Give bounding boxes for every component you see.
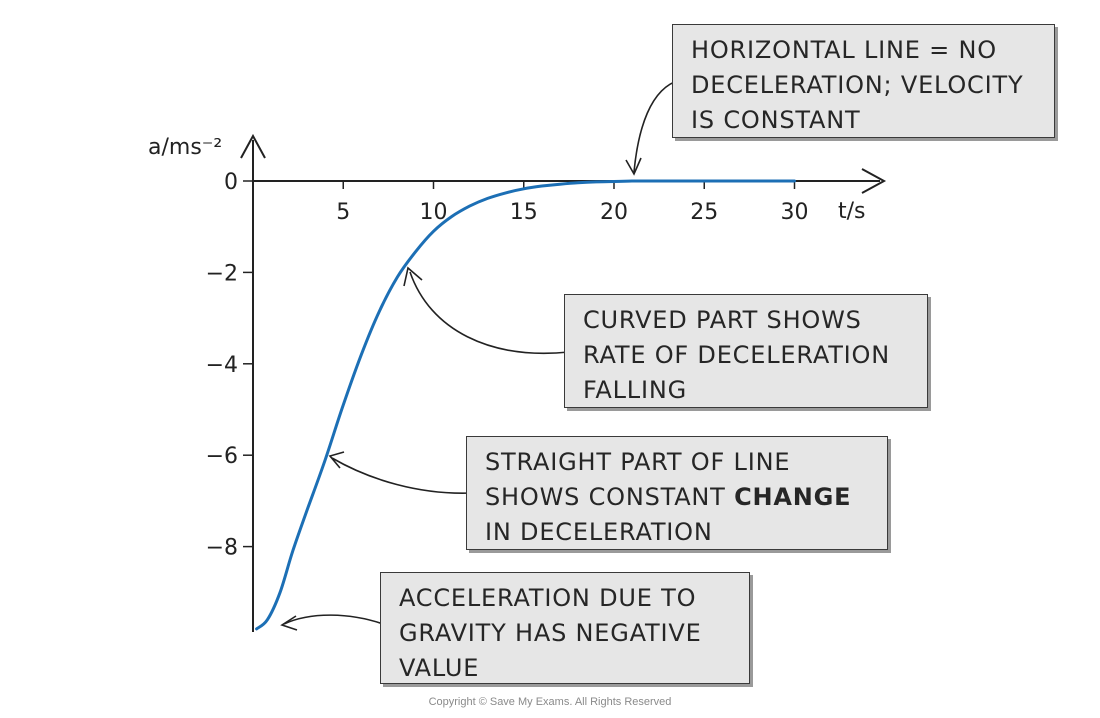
- x-tick-label: 5: [336, 200, 350, 225]
- y-tick-label: −8: [206, 536, 238, 561]
- annotation-text: IS CONSTANT: [691, 106, 861, 134]
- annotation-text: ACCELERATION DUE TO: [399, 584, 697, 612]
- x-ticks: 5 10 15 20 25 30: [336, 181, 809, 225]
- annotation-text: CURVED PART SHOWS: [583, 306, 862, 334]
- annotation-text: VALUE: [399, 654, 480, 682]
- annotation-text: SHOWS CONSTANT: [485, 483, 735, 511]
- y-tick-label: 0: [224, 170, 238, 195]
- arrow-curved: [409, 271, 570, 354]
- annotation-text: DECELERATION; VELOCITY: [691, 71, 1024, 99]
- y-tick-label: −6: [206, 444, 238, 469]
- arrow-horizontal-head: [625, 157, 642, 176]
- annotation-straight-part: STRAIGHT PART OF LINE SHOWS CONSTANT CHA…: [466, 436, 888, 550]
- x-tick-label: 15: [510, 200, 538, 225]
- annotation-horizontal-line: HORIZONTAL LINE = NO DECELERATION; VELOC…: [672, 24, 1055, 138]
- annotation-text: IN DECELERATION: [485, 518, 713, 546]
- annotation-text-bold: CHANGE: [734, 483, 852, 511]
- annotation-text: RATE OF DECELERATION: [583, 341, 890, 369]
- y-ticks: 0 −2 −4 −6 −8: [206, 170, 253, 561]
- annotation-text: STRAIGHT PART OF LINE: [485, 448, 791, 476]
- x-tick-label: 30: [781, 200, 809, 225]
- x-tick-label: 25: [690, 200, 718, 225]
- arrow-curved-head: [403, 266, 423, 287]
- x-tick-label: 10: [420, 200, 448, 225]
- annotation-curved-part: CURVED PART SHOWS RATE OF DECELERATION F…: [564, 294, 928, 408]
- series: [255, 179, 796, 631]
- y-axis-label: a/ms⁻²: [148, 135, 222, 160]
- arrow-gravity: [283, 614, 387, 626]
- annotation-text: FALLING: [583, 376, 687, 404]
- x-axis-arrowhead: [861, 168, 887, 194]
- arrow-straight-head: [328, 451, 345, 469]
- annotation-text: HORIZONTAL LINE = NO: [691, 36, 997, 64]
- copyright-notice: Copyright © Save My Exams. All Rights Re…: [428, 696, 672, 708]
- x-tick-label: 20: [600, 200, 628, 225]
- acceleration-curve: [255, 179, 796, 631]
- annotation-text: GRAVITY HAS NEGATIVE: [399, 619, 702, 647]
- y-axis-arrowhead: [240, 133, 266, 159]
- annotation-gravity: ACCELERATION DUE TO GRAVITY HAS NEGATIVE…: [380, 572, 750, 684]
- axes: t/s a/ms⁻²: [148, 133, 887, 632]
- arrow-horizontal: [633, 79, 681, 173]
- annotation-text-row: SHOWS CONSTANT CHANGE: [485, 480, 871, 515]
- arrow-gravity-head: [280, 615, 298, 631]
- y-tick-label: −4: [206, 353, 238, 378]
- arrow-straight: [331, 457, 473, 494]
- y-tick-label: −2: [206, 261, 238, 286]
- x-axis-label: t/s: [838, 199, 866, 224]
